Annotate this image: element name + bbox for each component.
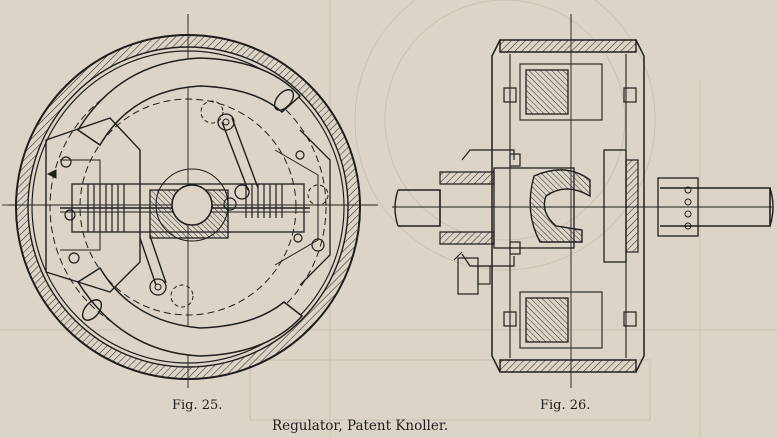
fig26-hub [493,167,575,249]
fig26-caption: Fig. 26. [540,398,591,413]
fig25-small-bolts [60,150,325,264]
fig26-shaft-left [398,189,441,227]
fig26-drum-bottom [499,359,637,373]
fig26-cam [529,169,591,243]
fig25-rim-section [15,34,361,380]
fig25-slot-bolts [81,89,295,321]
fig26-flange-hatch [625,159,639,253]
fig25-right-spring [245,184,283,218]
fig26-drum-top [499,39,637,53]
fig26-lower-weight [525,297,569,343]
fig26-upper-weight [525,69,569,115]
fig26-coupling [657,177,699,237]
fig25-right-bracket [299,129,331,286]
fig25-shaft-bore [171,184,213,226]
fig25-caption: Fig. 25. [172,398,223,413]
fig26-drawing [392,14,774,388]
fig25-lower-weight [76,266,304,357]
dimension-ticks [2,14,572,206]
fig26-shaft-right [660,187,771,227]
fig26-bolts [503,87,637,327]
plate-title: Regulator, Patent Knoller. [272,418,449,434]
fig25-drawing [8,14,378,388]
fig25-upper-lever [221,117,259,191]
fig25-left-bracket [45,117,141,293]
fig25-lower-lever [139,235,167,286]
fig25-upper-weight [76,57,302,147]
fig26-hub-section [439,171,495,245]
